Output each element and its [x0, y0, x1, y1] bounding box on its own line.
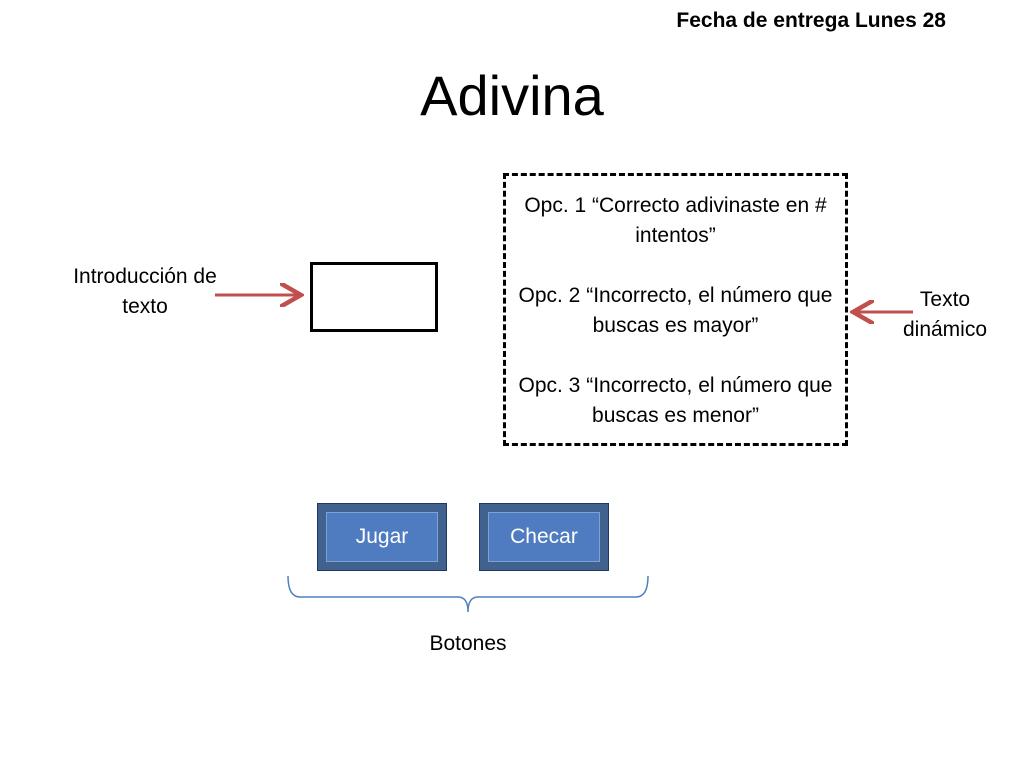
option-3-text: Opc. 3 “Incorrecto, el número que buscas…	[518, 374, 833, 427]
check-button[interactable]: Checar	[479, 503, 609, 571]
buttons-brace	[287, 575, 649, 613]
option-2-text: Opc. 2 “Incorrecto, el número que buscas…	[518, 284, 833, 337]
play-button-label: Jugar	[326, 512, 438, 562]
due-date-label: Fecha de entrega Lunes 28	[676, 9, 946, 32]
check-button-label: Checar	[488, 512, 600, 562]
dynamic-text-box: Opc. 1 “Correcto adivinaste en # intento…	[503, 173, 848, 446]
buttons-callout: Botones	[429, 632, 507, 655]
text-input-callout: Introducción de texto	[73, 265, 217, 318]
play-button[interactable]: Jugar	[317, 503, 447, 571]
guess-input[interactable]	[310, 262, 438, 332]
option-1-text: Opc. 1 “Correcto adivinaste en # intento…	[524, 194, 827, 247]
dynamic-text-callout: Texto dinámico	[902, 288, 988, 341]
page-title: Adivina	[420, 64, 604, 127]
